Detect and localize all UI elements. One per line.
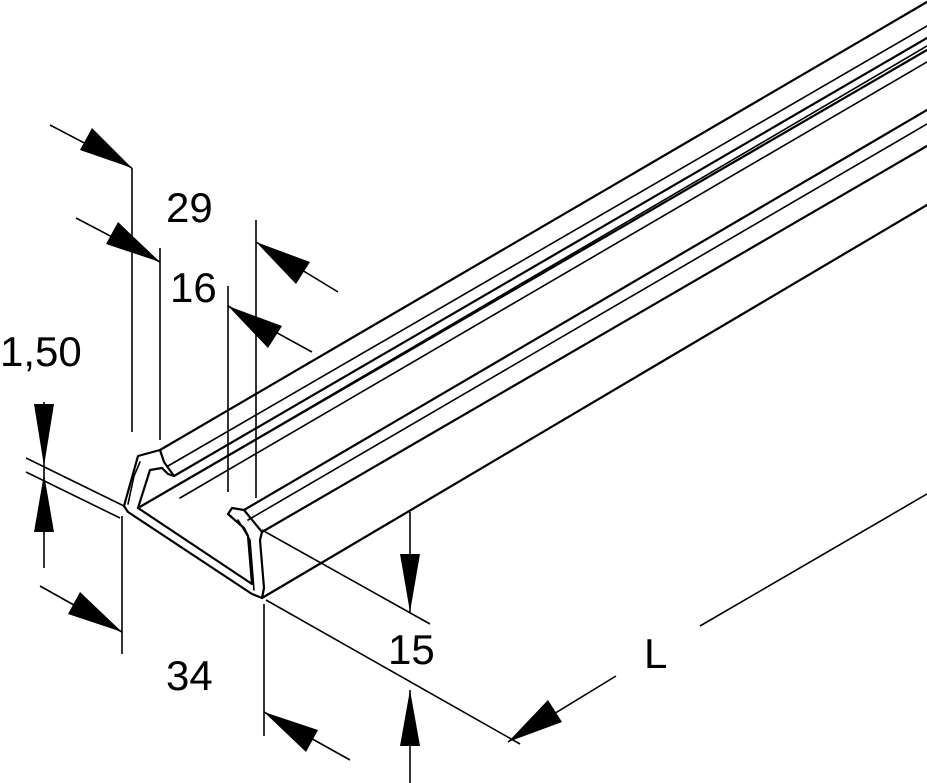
dimension-34-label: 34	[166, 652, 213, 699]
rail-profile	[122, 0, 927, 600]
dimension-16: 16	[75, 217, 313, 492]
edge-left-lip-fold	[167, 25, 927, 467]
dimension-15-label: 15	[388, 626, 435, 673]
arrow-15-bottom	[400, 690, 420, 746]
dimension-15: 15	[261, 512, 521, 783]
arrow-15-top	[400, 554, 420, 612]
dimension-thickness: 1,50	[0, 328, 125, 568]
arrow-16-left	[106, 222, 160, 262]
arrow-length	[508, 700, 562, 742]
arrow-29-left	[80, 128, 132, 168]
dimension-29: 29	[49, 124, 339, 498]
arrow-thickness-top	[34, 404, 54, 466]
edge-right-lip-inner	[247, 123, 927, 521]
edge-top-left-lip-outer	[158, 0, 927, 452]
arrow-34-left	[68, 592, 122, 632]
arrow-34-right	[264, 712, 318, 752]
dimension-thickness-label: 1,50	[0, 328, 82, 375]
arrow-16-right	[228, 306, 282, 348]
dimension-29-label: 29	[166, 184, 213, 231]
edge-bottom-left	[136, 48, 927, 510]
dimension-16-label: 16	[170, 264, 217, 311]
edge-right-lip-fold	[260, 144, 927, 534]
dimension-length-label: L	[644, 630, 667, 677]
cross-section-outer	[122, 448, 266, 600]
dimension-34: 34	[39, 516, 351, 761]
edge-right-lip-top	[242, 108, 927, 512]
dimension-length: L	[507, 493, 927, 743]
cross-section-inner	[127, 461, 255, 591]
arrow-29-right	[256, 242, 310, 284]
edge-top-left-lip-inner	[172, 36, 927, 478]
arrow-thickness-bottom	[34, 474, 54, 532]
edge-inner-groove-2	[179, 61, 927, 499]
edge-bottom-right	[260, 203, 927, 600]
